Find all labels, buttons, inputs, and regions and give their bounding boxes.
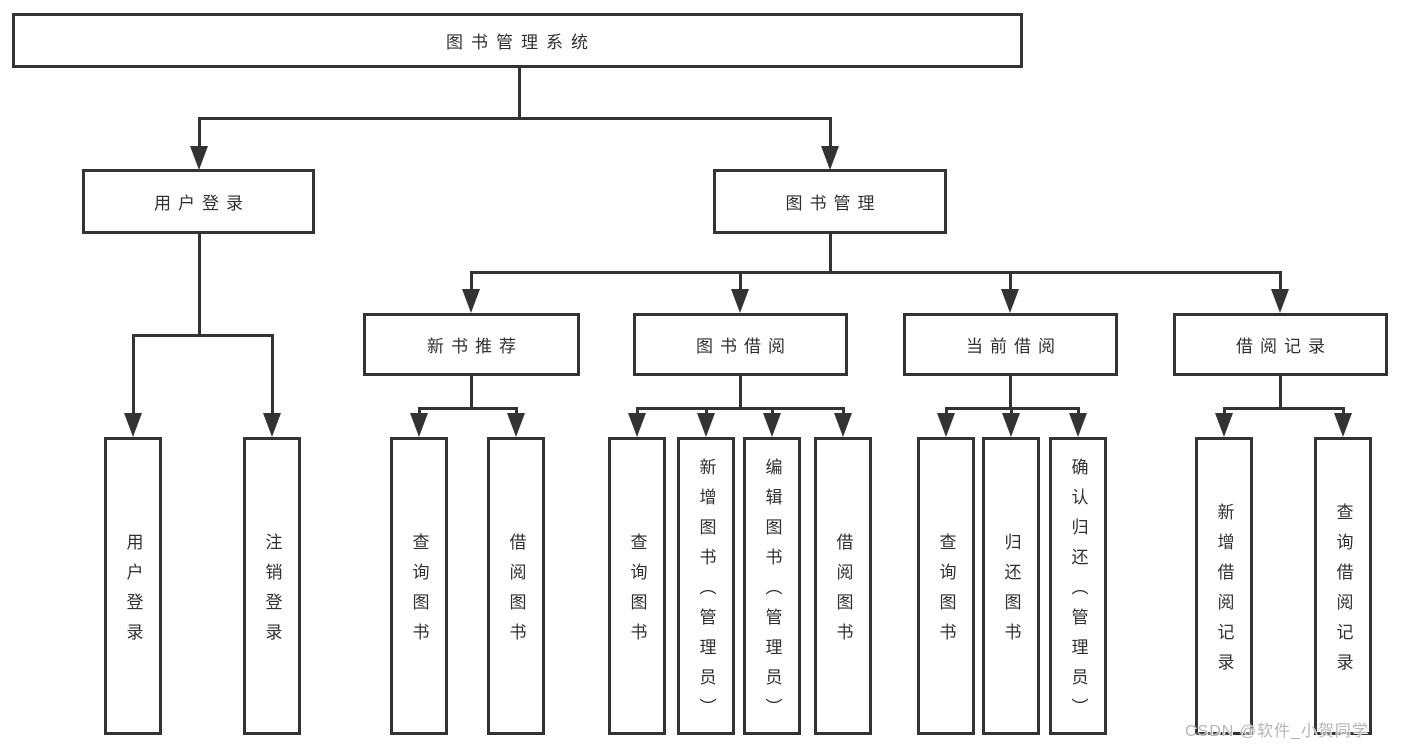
leaf-edit-book-admin: 编辑图书（管理员） (743, 437, 801, 735)
arrowhead (462, 289, 480, 313)
leaf-label: 用户登录 (123, 532, 143, 653)
arrowhead (731, 289, 749, 313)
leaf-confirm-return-admin: 确认归还（管理员） (1049, 437, 1107, 735)
leaf-borrow-books: 借阅图书 (487, 437, 545, 735)
connector (829, 117, 832, 148)
arrowhead (507, 413, 525, 437)
arrowhead (1271, 289, 1289, 313)
connector (1342, 407, 1345, 416)
connector (1223, 407, 1226, 416)
connector (829, 234, 832, 274)
connector (470, 271, 473, 291)
connector (1009, 271, 1012, 291)
leaf-label: 新增图书（管理员） (696, 457, 716, 728)
connector (1010, 407, 1013, 416)
leaf-borrow-books-2: 借阅图书 (814, 437, 872, 735)
arrowhead (697, 413, 715, 437)
leaf-label: 归还图书 (1001, 532, 1021, 653)
connector (705, 407, 708, 416)
arrowhead (263, 413, 281, 437)
connector (842, 407, 845, 416)
leaf-user-login: 用户登录 (104, 437, 162, 735)
leaf-query-books-3: 查询图书 (917, 437, 975, 735)
leaf-label: 查询图书 (936, 532, 956, 653)
arrowhead (1215, 413, 1233, 437)
leaf-label: 借阅图书 (506, 532, 526, 653)
connector (739, 376, 742, 409)
connector (132, 334, 274, 337)
leaf-label: 查询图书 (627, 532, 647, 653)
arrowhead (410, 413, 428, 437)
arrowhead (821, 146, 839, 170)
connector (945, 407, 948, 416)
connector (271, 334, 274, 414)
leaf-label: 编辑图书（管理员） (762, 457, 782, 728)
connector (771, 407, 774, 416)
arrowhead (628, 413, 646, 437)
arrowhead (1001, 289, 1019, 313)
watermark: CSDN @软件_小贺同学 (1185, 723, 1369, 740)
node-user-login: 用户登录 (82, 169, 315, 234)
node-borrowing-records: 借阅记录 (1173, 313, 1388, 376)
connector (1279, 271, 1282, 291)
arrowhead (1069, 413, 1087, 437)
leaf-label: 新增借阅记录 (1214, 502, 1234, 683)
arrowhead (763, 413, 781, 437)
node-book-management: 图书管理 (713, 169, 947, 234)
node-new-book-recommendation: 新书推荐 (363, 313, 580, 376)
leaf-label: 确认归还（管理员） (1068, 457, 1088, 728)
leaf-logout: 注销登录 (243, 437, 301, 735)
connector (198, 117, 832, 120)
node-library-management-system: 图书管理系统 (12, 13, 1023, 68)
leaf-add-book-admin: 新增图书（管理员） (677, 437, 735, 735)
arrowhead (124, 413, 142, 437)
leaf-add-borrow-record: 新增借阅记录 (1195, 437, 1253, 735)
connector (198, 117, 201, 148)
connector (470, 271, 1282, 274)
arrowhead (834, 413, 852, 437)
connector (1009, 376, 1012, 409)
leaf-label: 查询借阅记录 (1333, 502, 1353, 683)
connector (636, 407, 844, 410)
connector (198, 234, 201, 335)
connector (636, 407, 639, 416)
arrowhead (190, 146, 208, 170)
connector (515, 407, 518, 416)
leaf-query-borrow-record: 查询借阅记录 (1314, 437, 1372, 735)
node-current-borrowing: 当前借阅 (903, 313, 1118, 376)
leaf-query-books: 查询图书 (390, 437, 448, 735)
leaf-return-book: 归还图书 (982, 437, 1040, 735)
connector (132, 334, 135, 414)
arrowhead (937, 413, 955, 437)
connector (418, 407, 421, 416)
connector (518, 68, 521, 118)
connector (418, 407, 518, 410)
leaf-query-books-2: 查询图书 (608, 437, 666, 735)
arrowhead (1002, 413, 1020, 437)
leaf-label: 注销登录 (262, 532, 282, 653)
leaf-label: 借阅图书 (833, 532, 853, 653)
node-book-borrowing: 图书借阅 (633, 313, 848, 376)
leaf-label: 查询图书 (409, 532, 429, 653)
connector (1223, 407, 1345, 410)
arrowhead (1334, 413, 1352, 437)
connector (470, 376, 473, 409)
connector (1279, 376, 1282, 409)
connector (1077, 407, 1080, 416)
connector (739, 271, 742, 291)
